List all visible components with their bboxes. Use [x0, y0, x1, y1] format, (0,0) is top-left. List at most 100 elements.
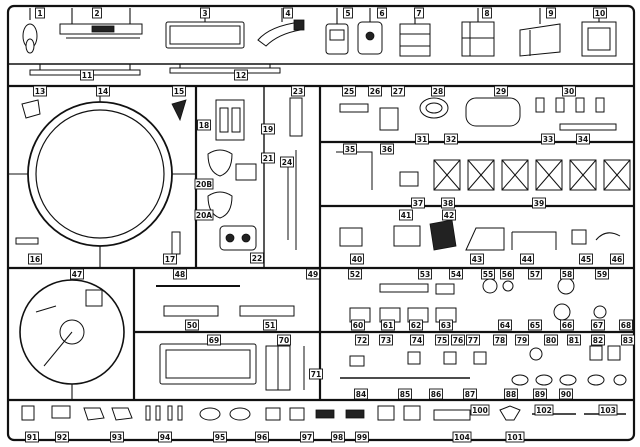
- svg-text:19: 19: [263, 125, 273, 134]
- svg-text:53: 53: [420, 270, 430, 279]
- part-number-28: 28: [431, 85, 445, 97]
- part-number-67: 67: [591, 319, 605, 331]
- svg-text:75: 75: [437, 336, 447, 345]
- svg-text:52: 52: [350, 270, 360, 279]
- part-number-48: 48: [173, 268, 187, 280]
- svg-text:6: 6: [379, 9, 384, 18]
- part-number-13: 13: [33, 85, 47, 97]
- part-number-33: 33: [541, 133, 555, 145]
- part-number-68: 68: [619, 319, 633, 331]
- svg-text:41: 41: [401, 211, 411, 220]
- part-number-26: 26: [368, 85, 382, 97]
- svg-text:85: 85: [400, 390, 410, 399]
- part-number-78: 78: [493, 334, 507, 346]
- svg-text:77: 77: [468, 336, 478, 345]
- svg-text:4: 4: [285, 9, 290, 18]
- svg-text:74: 74: [412, 336, 422, 345]
- part-number-23: 23: [291, 85, 305, 97]
- row1-parts: [22, 8, 617, 76]
- part-number-54: 54: [449, 268, 463, 280]
- part-number-75: 75: [435, 334, 449, 346]
- part-number-57: 57: [528, 268, 542, 280]
- svg-text:56: 56: [502, 270, 512, 279]
- svg-text:3: 3: [202, 9, 207, 18]
- svg-text:66: 66: [562, 321, 572, 330]
- svg-text:14: 14: [98, 87, 108, 96]
- svg-text:26: 26: [370, 87, 380, 96]
- svg-text:12: 12: [236, 71, 246, 80]
- svg-text:34: 34: [578, 135, 588, 144]
- part-number-64: 64: [498, 319, 512, 331]
- part-number-86: 86: [429, 388, 443, 400]
- svg-text:93: 93: [112, 433, 122, 442]
- part-number-39: 39: [532, 197, 546, 209]
- part-number-27: 27: [391, 85, 405, 97]
- svg-text:82: 82: [593, 336, 603, 345]
- svg-text:64: 64: [500, 321, 510, 330]
- part-number-66: 66: [560, 319, 574, 331]
- part-number-53: 53: [418, 268, 432, 280]
- part-number-25: 25: [342, 85, 356, 97]
- part-number-103: 103: [598, 404, 618, 416]
- part-number-51: 51: [263, 319, 277, 331]
- svg-text:99: 99: [357, 433, 367, 442]
- part-number-21: 21: [261, 152, 275, 164]
- svg-text:48: 48: [175, 270, 185, 279]
- part-number-7: 7: [414, 7, 424, 19]
- svg-text:87: 87: [465, 390, 475, 399]
- part-number-82: 82: [591, 334, 605, 346]
- part-number-74: 74: [410, 334, 424, 346]
- part-number-3: 3: [200, 7, 210, 19]
- part-number-92: 92: [55, 431, 69, 443]
- part-number-19: 19: [261, 123, 275, 135]
- svg-text:65: 65: [530, 321, 540, 330]
- part-number-84: 84: [354, 388, 368, 400]
- part-number-9: 9: [546, 7, 556, 19]
- part-number-79: 79: [515, 334, 529, 346]
- svg-text:16: 16: [30, 255, 40, 264]
- svg-text:79: 79: [517, 336, 527, 345]
- svg-text:35: 35: [345, 145, 355, 154]
- svg-text:40: 40: [352, 255, 362, 264]
- part-number-87: 87: [463, 388, 477, 400]
- svg-text:33: 33: [543, 135, 553, 144]
- part-number-52: 52: [348, 268, 362, 280]
- svg-text:70: 70: [279, 336, 289, 345]
- part-number-14: 14: [96, 85, 110, 97]
- part-number-88: 88: [504, 388, 518, 400]
- runner-frame: [6, 4, 636, 442]
- lower-right-parts: [340, 277, 627, 386]
- svg-text:13: 13: [35, 87, 45, 96]
- svg-text:71: 71: [311, 370, 321, 379]
- part-number-1: 1: [35, 7, 45, 19]
- mid-parts: [207, 97, 303, 251]
- part-number-90: 90: [559, 388, 573, 400]
- svg-text:24: 24: [282, 158, 292, 167]
- part-number-70: 70: [277, 334, 291, 346]
- svg-text:36: 36: [382, 145, 392, 154]
- svg-text:81: 81: [569, 336, 579, 345]
- ring-parts: [8, 86, 196, 268]
- disc-parts: [19, 268, 125, 400]
- svg-text:42: 42: [444, 211, 454, 220]
- svg-text:47: 47: [72, 270, 82, 279]
- part-number-44: 44: [520, 253, 534, 265]
- svg-text:57: 57: [530, 270, 540, 279]
- part-number-17: 17: [163, 253, 177, 265]
- part-number-29: 29: [494, 85, 508, 97]
- part-number-58: 58: [560, 268, 574, 280]
- part-number-31: 31: [415, 133, 429, 145]
- part-number-38: 38: [441, 197, 455, 209]
- svg-text:92: 92: [57, 433, 67, 442]
- part-number-18: 18: [197, 119, 211, 131]
- svg-text:25: 25: [344, 87, 354, 96]
- part-number-55: 55: [481, 268, 495, 280]
- part-number-91: 91: [25, 431, 39, 443]
- svg-text:5: 5: [345, 9, 350, 18]
- part-number-61: 61: [381, 319, 395, 331]
- svg-text:11: 11: [82, 71, 92, 80]
- svg-text:103: 103: [600, 406, 616, 415]
- svg-text:38: 38: [443, 199, 453, 208]
- part-number-47: 47: [70, 268, 84, 280]
- svg-text:58: 58: [562, 270, 572, 279]
